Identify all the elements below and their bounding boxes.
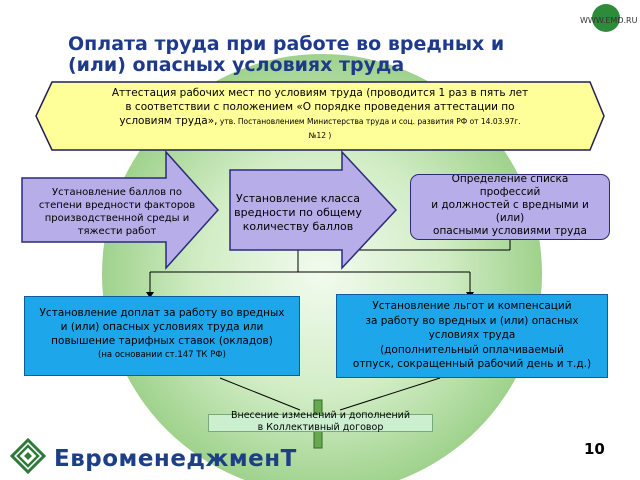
professions-line-4: (или) [495,212,525,224]
arrow-class-line-3: количеству баллов [242,220,354,233]
professions-line-1: Определение списка [451,174,569,185]
payments-line-3: повышение тарифных ставок (окладов) [51,335,273,347]
payments-line-2: и (или) опасных условиях труда или [60,321,264,333]
benefits-line-5: отпуск, сокращенный рабочий день и т.д.) [352,358,592,370]
collective-agreement-box [208,414,433,432]
arrow-class-text: Установление класса вредности по общему … [230,192,366,234]
arrow-class [229,150,398,270]
payments-line-1: Установление доплат за работу во вредных [39,307,285,319]
benefits-line-1: Установление льгот и компенсаций [372,300,572,312]
benefits-line-4: (дополнительный оплачиваемый [380,343,564,356]
attestation-line-2: в соответствии с положением «О порядке п… [125,101,515,113]
arrow-points-text: Установление баллов по степени вредности… [28,186,206,238]
page-title: Оплата труда при работе во вредных и (ил… [68,34,588,76]
watermark-logo-icon [592,4,620,32]
collective-agreement-text: Внесение изменений и дополнений в Коллек… [208,410,433,434]
attestation-line-1: Аттестация рабочих мест по условиям труд… [111,87,529,99]
attestation-text: Аттестация рабочих мест по условиям труд… [70,86,570,143]
company-logo-text: ЕвроменеджменТ [54,446,297,472]
attestation-line-3-main: условиям труда», [119,115,218,127]
professions-line-5: опасными условиями труда [433,225,587,237]
collective-agreement-line-1: Внесение изменений и дополнений [230,410,411,421]
attestation-banner [35,81,605,151]
payments-box: Установление доплат за работу во вредных… [24,296,300,376]
benefits-box: Установление льгот и компенсаций за рабо… [336,294,608,378]
arrow-class-line-1: Установление класса [236,192,360,205]
company-logo-icon [9,437,47,475]
arrow-points [21,150,220,270]
benefits-line-3: условиях труда [428,329,516,341]
benefits-text: Установление льгот и компенсаций за рабо… [337,299,607,372]
professions-line-2: профессий [479,186,541,198]
arrow-points-line-4: тяжести работ [77,226,157,237]
attestation-line-3-small: утв. Постановлением Министерства труда и… [217,117,521,126]
payments-line-4: (на основании ст.147 ТК РФ) [98,350,226,360]
arrow-points-line-1: Установление баллов по [52,187,182,198]
page-number: 10 [584,440,605,458]
attestation-line-3: условиям труда», утв. Постановлением Мин… [70,114,570,129]
collective-agreement-line-2: в Коллективный договор [257,422,384,433]
professions-line-3: и должностей с вредными и [431,199,589,211]
arrow-class-line-2: вредности по общему [234,206,362,219]
title-line-2: (или) опасных условиях труда [68,54,405,76]
attestation-line-4: №12 ) [308,131,332,140]
watermark-text: WWW.EMD.RU [580,16,638,25]
benefits-line-2: за работу во вредных и (или) опасных [365,314,579,327]
payments-text: Установление доплат за работу во вредных… [25,306,299,362]
professions-box: Определение списка профессий и должносте… [410,174,610,240]
arrow-points-line-3: производственной среды и [44,213,190,224]
bottom-connectors [219,377,441,411]
arrow-points-line-2: степени вредности факторов [38,200,196,211]
professions-text: Определение списка профессий и должносте… [411,174,609,238]
title-line-1: Оплата труда при работе во вредных и [68,33,505,55]
